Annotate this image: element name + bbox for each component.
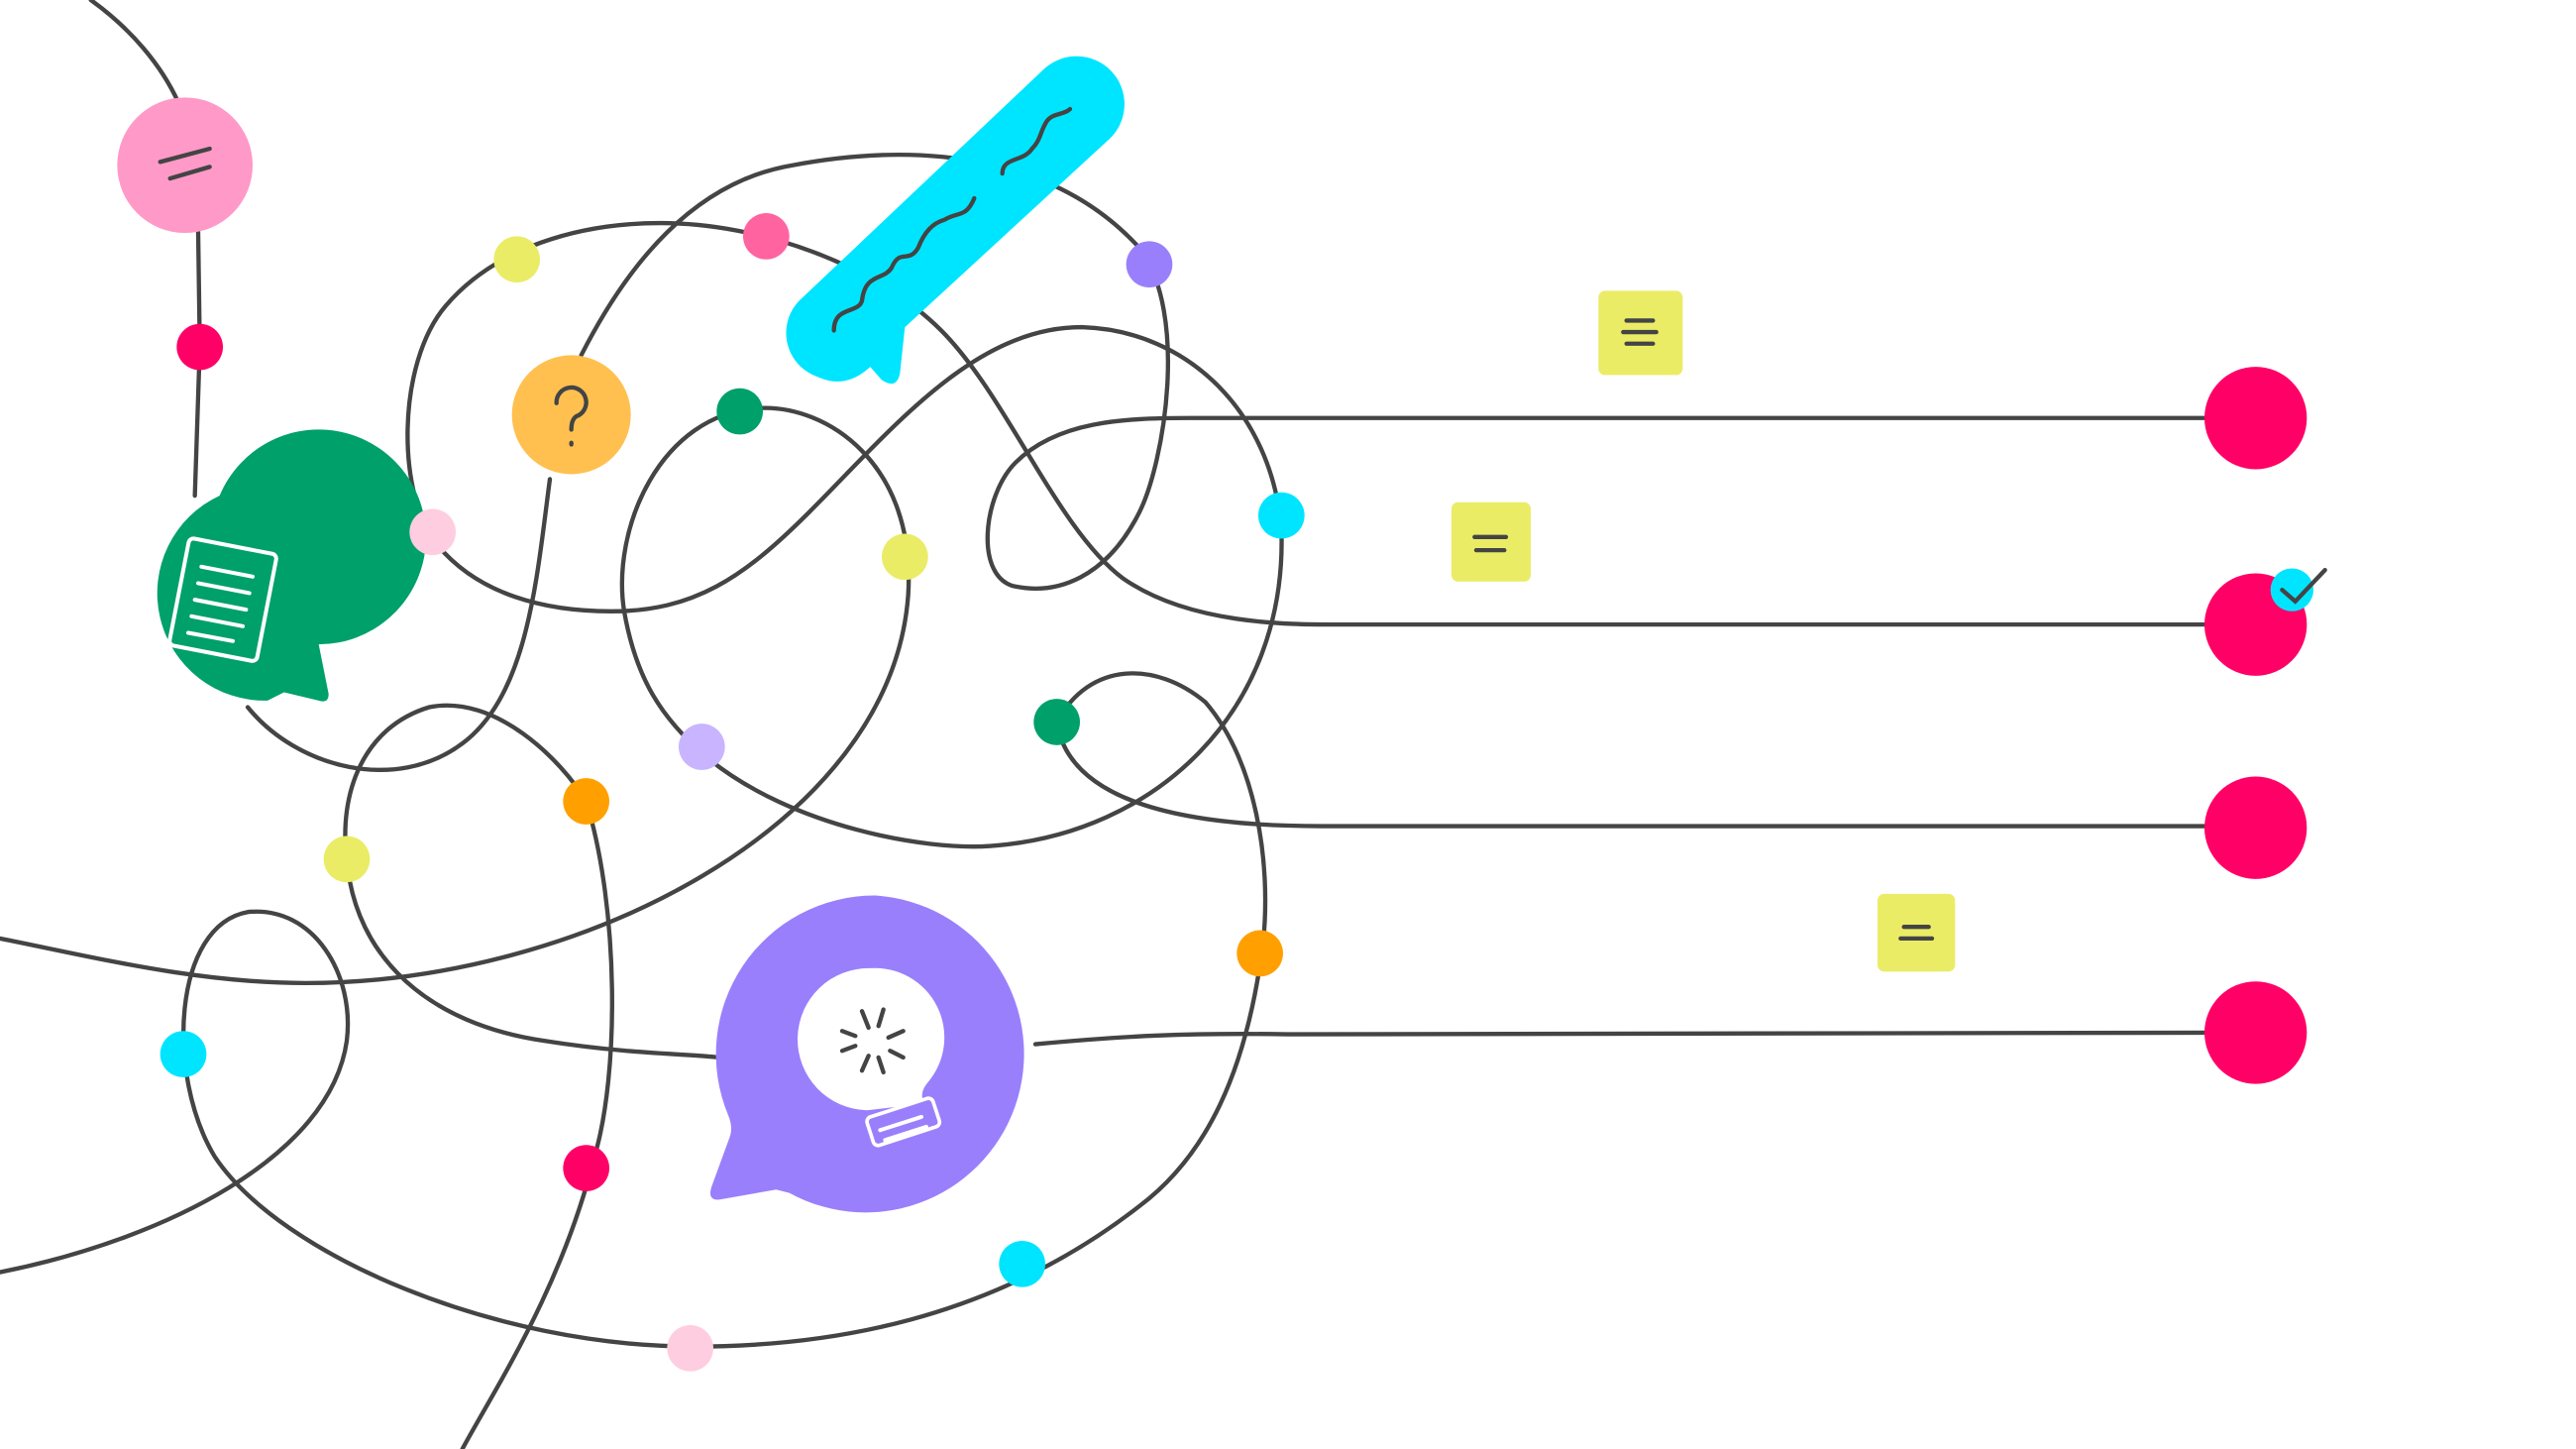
green-document-bubble: [157, 429, 427, 702]
line-bottom-loop: [0, 671, 1268, 1349]
line-to-purple-bubble: [344, 856, 721, 1060]
sticky-note: [1878, 893, 1956, 972]
dot: [563, 778, 609, 825]
dot: [716, 388, 763, 435]
dot: [409, 508, 456, 556]
equals-icon: [158, 146, 212, 181]
endpoint-node: [2204, 981, 2308, 1084]
dot: [882, 533, 928, 581]
dot: [176, 323, 223, 371]
dot: [493, 236, 540, 283]
pink-circle-node: [117, 97, 253, 234]
endpoint-node: [2204, 776, 2308, 879]
squiggle-icon: [831, 106, 1073, 333]
line-green-to-question: [245, 477, 553, 772]
line-top-left: [88, 0, 181, 105]
dot: [1258, 492, 1305, 539]
question-icon: [554, 385, 589, 447]
dot: [679, 724, 725, 770]
dot: [160, 1031, 207, 1077]
dot: [563, 1145, 609, 1191]
endpoint-node: [2204, 367, 2308, 470]
dot: [1236, 930, 1283, 977]
check-icon: [2280, 567, 2327, 605]
line-to-endpoint-3: [1054, 720, 2215, 829]
dot: [667, 1324, 713, 1372]
dots: [160, 213, 1305, 1372]
line-question-to-endpoint-1: [579, 153, 2215, 591]
dot: [743, 213, 790, 260]
equals-icon: [1472, 534, 1509, 553]
line-down-left: [343, 703, 614, 1449]
dot: [1126, 241, 1173, 288]
cyan-squiggle-pill: [786, 56, 1125, 385]
purple-idea-bubble: [709, 895, 1024, 1213]
dot: [999, 1240, 1045, 1287]
menu-icon: [1621, 318, 1659, 346]
equals-icon: [1898, 925, 1935, 942]
sticky-note: [1598, 290, 1683, 376]
line-to-endpoint-4: [1032, 1030, 2215, 1047]
dot: [1033, 699, 1080, 745]
document-icon: [167, 536, 278, 663]
sparkle-icon: [839, 1007, 906, 1075]
dot: [323, 836, 371, 883]
ticket-icon: [865, 1096, 942, 1148]
question-node: [511, 355, 631, 475]
check-badge: [2270, 568, 2313, 612]
endpoints: [2204, 367, 2327, 1084]
sticky-note: [1451, 502, 1531, 582]
connection-lines: [0, 0, 2215, 1449]
